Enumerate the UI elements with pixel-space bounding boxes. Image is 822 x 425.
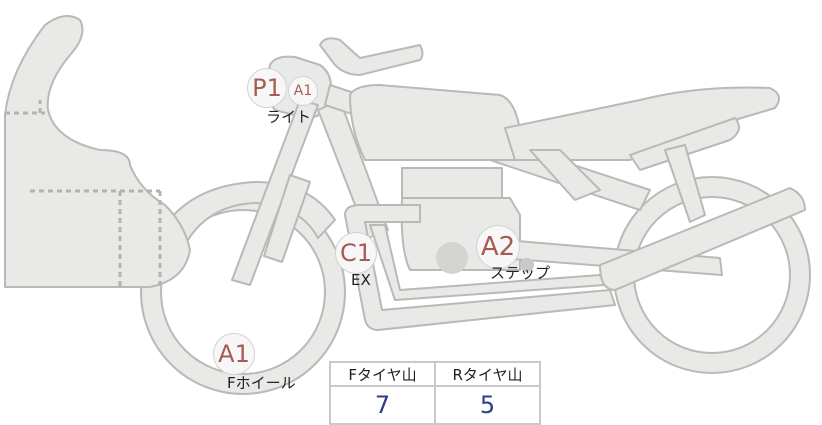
fairing [4, 15, 191, 288]
tire-table-value-row: 7 5 [329, 385, 541, 425]
front-wheel-label: Fホイール [227, 374, 296, 392]
handlebar [319, 37, 424, 76]
front-tire-header: Fタイヤ山 [329, 361, 436, 387]
light-grade-sub-badge: A1 [288, 76, 318, 106]
tire-table-header-row: Fタイヤ山 Rタイヤ山 [329, 361, 541, 387]
damage-markings [5, 100, 162, 287]
seat [504, 86, 780, 161]
front-wheel-grade-badge: A1 [213, 333, 255, 375]
light-grade-main: P1 [252, 74, 282, 102]
muffler [599, 187, 806, 291]
tire-tread-table: Fタイヤ山 Rタイヤ山 7 5 [329, 361, 541, 425]
front-fork [231, 99, 319, 286]
rear-tire-value: 5 [434, 385, 541, 425]
step-grade-badge: A2 [476, 225, 520, 269]
light-grade-sub: A1 [293, 83, 313, 99]
fuel-tank [349, 84, 521, 161]
step-label: ステップ [490, 264, 551, 282]
light-grade-main-badge: P1 [247, 68, 287, 108]
exhaust-grade: C1 [339, 239, 373, 267]
exhaust-pipe [344, 204, 616, 331]
engine-head [401, 167, 503, 199]
light-label: ライト [266, 108, 312, 126]
footpeg [520, 258, 534, 272]
front-wheel-grade: A1 [218, 340, 250, 368]
rear-tire-header: Rタイヤ山 [434, 361, 541, 387]
step-grade: A2 [480, 232, 516, 262]
exhaust-label: EX [351, 271, 371, 289]
exhaust-grade-badge: C1 [335, 232, 377, 274]
front-tire-value: 7 [329, 385, 436, 425]
